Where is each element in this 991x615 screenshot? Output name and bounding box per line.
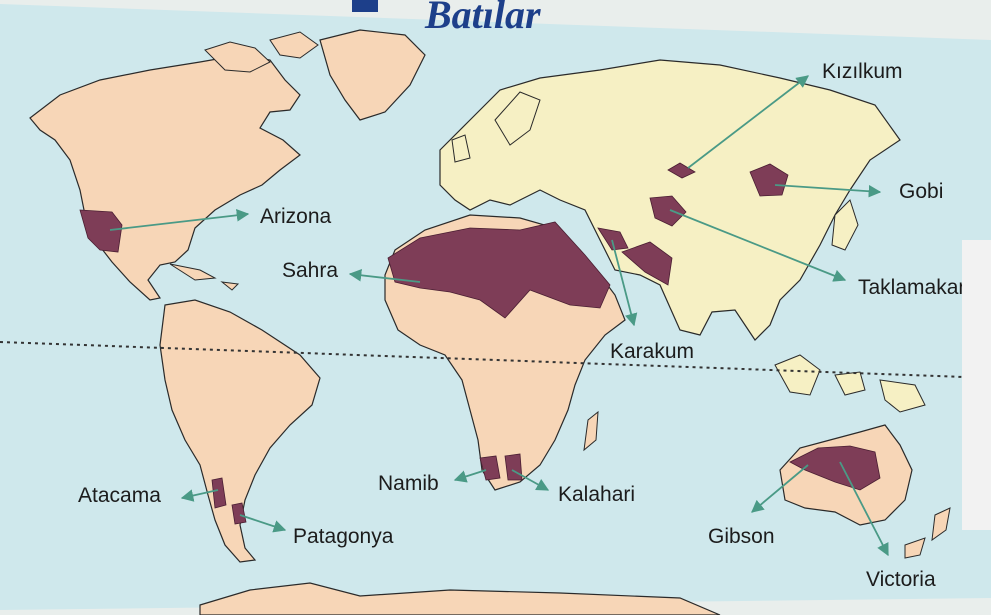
sahra-desert xyxy=(387,221,611,319)
label-victoria: Victoria xyxy=(866,568,936,591)
caribbean-islands xyxy=(169,263,240,291)
kalahari-desert xyxy=(504,453,523,481)
label-namib: Namib xyxy=(378,472,439,495)
label-kizilkum: Kızılkum xyxy=(822,60,903,83)
madagascar xyxy=(583,410,599,452)
label-arizona: Arizona xyxy=(260,205,332,228)
arabian-desert-area xyxy=(597,227,629,251)
greenland xyxy=(319,29,426,121)
equator-line xyxy=(0,341,991,379)
label-taklamakan: Taklamakan xyxy=(858,276,970,299)
label-arrows xyxy=(109,75,889,557)
south-america xyxy=(159,299,321,563)
label-patagonya: Patagonya xyxy=(293,525,394,548)
taklamakan-desert xyxy=(649,195,687,227)
arrow-namib xyxy=(453,469,487,483)
patagonya-desert xyxy=(231,502,247,525)
header-mark xyxy=(352,0,378,12)
british-isles xyxy=(451,134,471,163)
arrow-victoria xyxy=(839,461,889,557)
desert-regions xyxy=(79,162,881,525)
label-gibson: Gibson xyxy=(708,525,775,548)
namib-desert xyxy=(479,455,501,481)
arizona-desert xyxy=(79,209,123,253)
southeast-asia-islands xyxy=(774,354,926,413)
arrow-gibson xyxy=(751,464,809,513)
japan xyxy=(831,199,859,251)
label-gobi: Gobi xyxy=(899,180,943,203)
arrow-patagonya xyxy=(239,514,287,533)
new-zealand xyxy=(904,507,951,559)
page-edge-strip xyxy=(962,240,991,530)
arrow-kalahari xyxy=(511,469,550,491)
arrow-arizona xyxy=(109,209,250,231)
page-header-fragment: Batılar xyxy=(424,0,541,37)
scandinavia xyxy=(494,91,541,146)
arrow-sahra xyxy=(348,269,421,283)
label-sahra: Sahra xyxy=(282,259,338,282)
desert-labels: Arizona Sahra Karakum Kızılkum Gobi Takl… xyxy=(78,60,970,591)
arrow-taklamakan xyxy=(669,209,847,282)
label-atacama: Atacama xyxy=(78,484,161,507)
arrow-gobi xyxy=(774,184,882,198)
arctic-islands xyxy=(204,31,319,73)
antarctica xyxy=(199,582,721,615)
arrow-atacama xyxy=(180,489,219,502)
kizilkum-desert xyxy=(667,162,696,179)
karakum-desert xyxy=(621,241,673,286)
arrow-kizilkum xyxy=(687,75,809,169)
arrow-karakum xyxy=(611,239,638,327)
label-karakum: Karakum xyxy=(610,340,694,363)
label-kalahari: Kalahari xyxy=(558,483,635,506)
atacama-desert xyxy=(211,477,227,509)
australian-desert xyxy=(789,445,881,491)
